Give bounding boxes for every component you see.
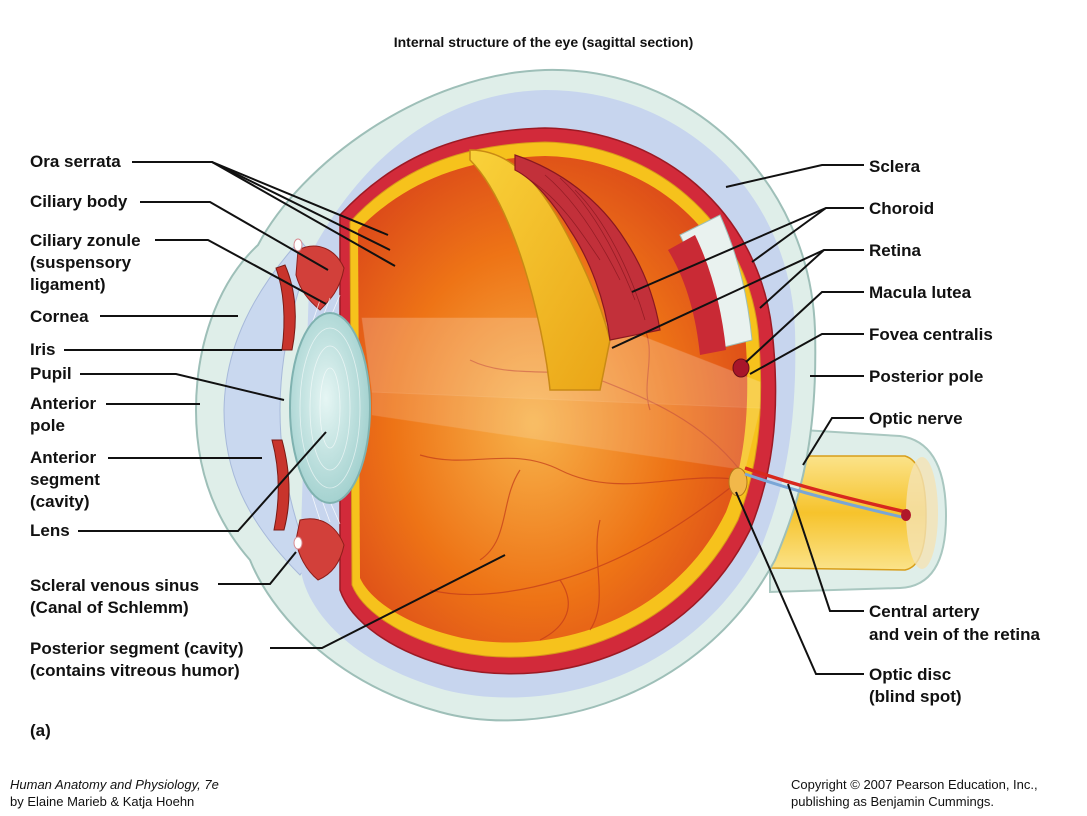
label-central-artery-line2: and vein of the retina bbox=[869, 625, 1040, 644]
cut-plane-lower bbox=[371, 391, 761, 471]
leader-ora-serrata-3 bbox=[211, 161, 396, 267]
footer-publisher: publishing as Benjamin Cummings. bbox=[791, 794, 995, 809]
label-optic-disc-line1: Optic disc bbox=[869, 665, 952, 684]
leader-posterior-segment bbox=[270, 554, 506, 649]
leader-fovea bbox=[749, 333, 864, 375]
leader-sclera bbox=[725, 164, 864, 188]
label-optic-nerve: Optic nerve bbox=[869, 409, 963, 428]
label-choroid: Choroid bbox=[869, 199, 935, 218]
label-central-artery-line1: Central artery bbox=[869, 602, 980, 621]
anterior-chamber bbox=[223, 239, 313, 576]
label-ciliary-zonule-line3: ligament) bbox=[30, 275, 106, 294]
leader-optic-nerve bbox=[802, 417, 864, 466]
label-scleral-sinus-line1: Scleral venous sinus bbox=[30, 576, 200, 595]
lens bbox=[289, 312, 371, 504]
ciliary-body-lower bbox=[295, 518, 345, 581]
leader-ciliary-body bbox=[140, 201, 329, 271]
canal-of-schlemm-upper bbox=[293, 238, 303, 252]
leader-optic-disc bbox=[735, 491, 864, 675]
label-cornea: Cornea bbox=[30, 307, 89, 326]
leader-ora-serrata-2 bbox=[211, 161, 391, 251]
canal-of-schlemm-lower bbox=[293, 536, 303, 550]
label-ciliary-zonule-line1: Ciliary zonule bbox=[30, 231, 141, 250]
label-retina: Retina bbox=[869, 241, 921, 260]
choroid-wedge bbox=[668, 235, 726, 355]
label-anterior-segment-line3: (cavity) bbox=[30, 492, 90, 511]
label-scleral-sinus-line2: (Canal of Schlemm) bbox=[30, 598, 189, 617]
label-posterior-pole: Posterior pole bbox=[869, 367, 984, 386]
choroid-flap bbox=[514, 154, 661, 341]
label-ciliary-body: Ciliary body bbox=[30, 192, 128, 211]
retina-flap bbox=[469, 149, 611, 391]
leader-central-artery bbox=[787, 483, 864, 612]
label-anterior-segment-line1: Anterior bbox=[30, 448, 97, 467]
leader-lens bbox=[78, 431, 327, 532]
choroid-flap-texture bbox=[529, 174, 646, 321]
label-anterior-pole-line1: Anterior bbox=[30, 394, 97, 413]
footer-book-title: Human Anatomy and Physiology, 7e bbox=[10, 777, 219, 792]
label-ora-serrata: Ora serrata bbox=[30, 152, 121, 171]
label-anterior-segment-line2: segment bbox=[30, 470, 100, 489]
panel-letter: (a) bbox=[30, 721, 51, 740]
label-lens: Lens bbox=[30, 521, 70, 540]
optic-disc-spot bbox=[728, 467, 748, 497]
label-iris: Iris bbox=[30, 340, 56, 359]
label-posterior-segment-line2: (contains vitreous humor) bbox=[30, 661, 240, 680]
macula-lutea-spot bbox=[732, 358, 750, 378]
lens-rings bbox=[299, 327, 361, 489]
figure-title: Internal structure of the eye (sagittal … bbox=[393, 34, 694, 50]
leader-macula bbox=[745, 291, 864, 363]
leader-pupil bbox=[80, 373, 285, 401]
label-ciliary-zonule-line2: (suspensory bbox=[30, 253, 132, 272]
leader-choroid-2 bbox=[751, 207, 827, 263]
label-sclera: Sclera bbox=[869, 157, 921, 176]
leader-retina-2 bbox=[759, 249, 825, 309]
central-vein bbox=[744, 472, 907, 520]
label-pupil: Pupil bbox=[30, 364, 72, 383]
label-fovea-centralis: Fovea centralis bbox=[869, 325, 993, 344]
leader-ciliary-zonule bbox=[155, 239, 327, 305]
optic-nerve-cut-surface bbox=[906, 457, 938, 569]
leader-lines bbox=[64, 161, 864, 675]
vessel-cut-end bbox=[901, 509, 911, 521]
central-artery bbox=[744, 466, 907, 514]
label-posterior-segment-line1: Posterior segment (cavity) bbox=[30, 639, 244, 658]
footer-copyright: Copyright © 2007 Pearson Education, Inc.… bbox=[791, 777, 1038, 792]
leader-scleral-sinus bbox=[218, 551, 297, 585]
label-optic-disc-line2: (blind spot) bbox=[869, 687, 962, 706]
iris-lower bbox=[271, 439, 290, 531]
label-macula-lutea: Macula lutea bbox=[869, 283, 972, 302]
vitreous-body bbox=[358, 156, 748, 643]
label-anterior-pole-line2: pole bbox=[30, 416, 65, 435]
footer-authors: by Elaine Marieb & Katja Hoehn bbox=[10, 794, 195, 809]
